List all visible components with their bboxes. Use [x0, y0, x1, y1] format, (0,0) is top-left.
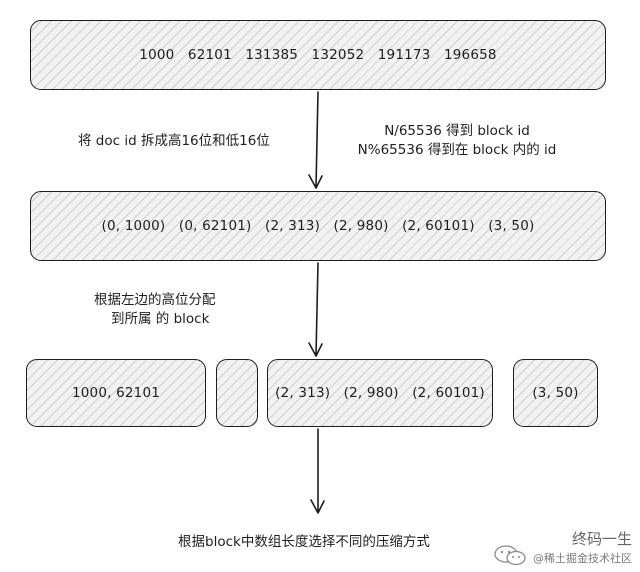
block-0: 1000, 62101: [26, 359, 206, 427]
wechat-logo-icon: [494, 545, 526, 566]
doc-id-list-box: 1000 62101 131385 132052 191173 196658: [30, 20, 606, 90]
block-2-label: (2, 313) (2, 980) (2, 60101): [275, 385, 485, 401]
formula-note-line1: N/65536 得到 block id: [384, 123, 530, 139]
watermark-source: @稀土掘金技术社区: [533, 552, 632, 565]
assign-note-line2: 到所属 的 block: [111, 311, 210, 327]
arrow-row2-to-row3: [308, 262, 323, 357]
split-note: 将 doc id 拆成高16位和低16位: [78, 133, 270, 149]
watermark-name: 终码一生: [571, 530, 632, 548]
high-low-pairs-values: (0, 1000) (0, 62101) (2, 313) (2, 980) (…: [101, 218, 535, 234]
formula-note-line2: N%65536 得到在 block 内的 id: [357, 142, 557, 158]
watermark: 终码一生 @稀土掘金技术社区: [493, 528, 632, 566]
assign-note-line1: 根据左边的高位分配: [94, 292, 216, 308]
block-3-label: (3, 50): [532, 385, 579, 401]
arrow-row1-to-row2: [308, 91, 323, 189]
compression-note: 根据block中数组长度选择不同的压缩方式: [178, 534, 430, 550]
doc-id-values: 1000 62101 131385 132052 191173 196658: [139, 47, 497, 63]
arrow-row3-to-note: [310, 428, 325, 514]
high-low-pairs-box: (0, 1000) (0, 62101) (2, 313) (2, 980) (…: [30, 191, 606, 261]
block-2: (2, 313) (2, 980) (2, 60101): [267, 359, 493, 427]
block-3: (3, 50): [513, 359, 598, 427]
block-1: [216, 359, 258, 427]
block-0-label: 1000, 62101: [71, 385, 161, 401]
